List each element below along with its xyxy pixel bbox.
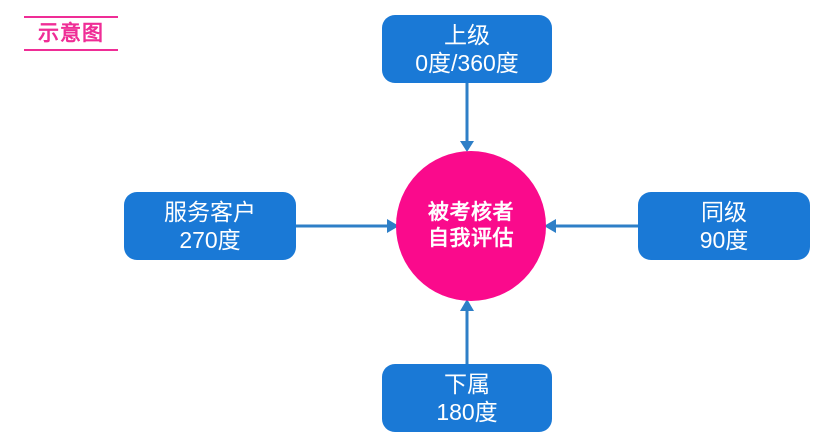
connector-superior-to-center: [460, 83, 474, 152]
connector-subordinate-to-center: [460, 299, 474, 364]
node-subordinate-title: 下属: [444, 370, 490, 397]
node-center-line2: 自我评估: [428, 227, 514, 250]
node-subordinate[interactable]: 下属 180度: [382, 364, 552, 432]
node-center-assessee[interactable]: 被考核者 自我评估: [396, 151, 546, 301]
connector-peer-to-center: [544, 219, 638, 233]
diagram-caption: 示意图: [24, 16, 118, 51]
node-peer-title: 同级: [701, 198, 747, 225]
node-superior[interactable]: 上级 0度/360度: [382, 15, 552, 83]
node-superior-title: 上级: [444, 21, 490, 48]
node-customer-title: 服务客户: [164, 198, 256, 225]
node-peer-degree: 90度: [699, 227, 749, 253]
node-subordinate-degree: 180度: [436, 399, 498, 425]
node-center-line1: 被考核者: [428, 200, 514, 224]
connector-customer-to-center: [296, 219, 399, 233]
diagram-caption-label: 示意图: [38, 22, 104, 45]
node-customer[interactable]: 服务客户 270度: [124, 192, 296, 260]
node-customer-degree: 270度: [179, 227, 241, 253]
node-superior-degree: 0度/360度: [415, 50, 519, 76]
node-peer[interactable]: 同级 90度: [638, 192, 810, 260]
